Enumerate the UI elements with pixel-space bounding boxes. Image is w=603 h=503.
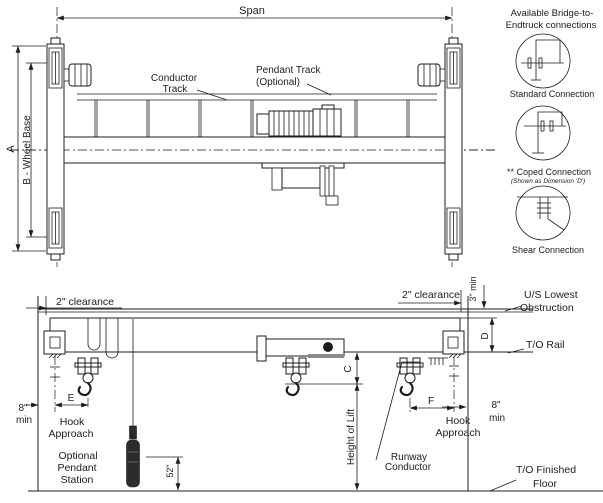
dim-d-label: D	[480, 332, 491, 339]
shear-connection-detail: Shear Connection	[512, 185, 584, 255]
to-rail: T/O Rail	[507, 339, 565, 354]
left-hook-block	[73, 356, 103, 397]
pendant-track-leader	[306, 83, 332, 96]
conductor-track	[77, 93, 437, 137]
festoon-cable	[87, 318, 119, 359]
pendant-station: Optional Pendant Station 52"	[57, 319, 183, 491]
coped-connection-circle	[515, 105, 571, 161]
shear-connection-label: Shear Connection	[512, 245, 584, 255]
pendant-label-2: Pendant	[57, 462, 96, 474]
runway-conductor-callout: Runway Conductor	[375, 361, 432, 473]
center-hook-block	[281, 356, 311, 397]
plan-labels: Conductor Track Pendant Track (Optional)	[151, 65, 332, 101]
floor-label-1: T/O Finished	[516, 464, 576, 476]
dimension-c: C	[285, 352, 363, 385]
right-wheel-elevation	[442, 330, 465, 359]
coped-connection-icon	[524, 111, 566, 154]
trolley-plan	[261, 162, 345, 206]
pendant-track-label-1: Pendant Track	[256, 65, 321, 76]
clearance-left-dimension: 2" clearance	[26, 296, 122, 315]
hook-approach-right-1: Hook	[446, 415, 471, 427]
span-label: Span	[239, 5, 265, 17]
plan-view: Span A B - Wheel Base	[5, 5, 497, 267]
dim-e-label: E	[68, 393, 75, 404]
dimension-f: F Hook Approach	[409, 396, 481, 439]
runway-conductor-label-2: Conductor	[385, 462, 432, 473]
runway-conductor-bar	[428, 357, 448, 365]
us-lowest-obstruction: U/S Lowest Obstruction	[504, 289, 578, 314]
coped-connection-note: (Shown as Dimension 'D')	[511, 178, 585, 185]
left-drive-motor	[63, 63, 92, 87]
elevation-view: 2" clearance 2" clearance 3" min D U/S L…	[16, 276, 603, 492]
conductor-track-leader	[196, 89, 228, 101]
coped-connection-label: ** Coped Connection	[507, 167, 591, 177]
hook-approach-left-1: Hook	[60, 416, 85, 428]
clearance-left-label: 2" clearance	[56, 296, 114, 308]
right-hook-block	[395, 356, 425, 397]
dimension-e: E Hook Approach	[49, 393, 94, 440]
to-finished-floor: T/O Finished Floor	[489, 464, 576, 492]
dim-f-label: F	[428, 396, 434, 407]
min8-left-label-1: 8"	[18, 403, 28, 414]
pendant-label-1: Optional	[58, 450, 97, 462]
clearance-right-label: 2" clearance	[402, 289, 460, 301]
clearance-right-dimension: 2" clearance	[398, 289, 462, 312]
dimension-d: D	[460, 317, 497, 353]
runway-conductor-label-1: Runway	[391, 452, 427, 463]
pendant-control	[126, 439, 140, 488]
us-lowest-label-2: Obstruction	[520, 302, 574, 314]
min8-left-label-2: min	[16, 415, 32, 426]
trolley-accent-strip	[308, 354, 344, 358]
left-wheel-elevation	[43, 330, 66, 359]
right-endtruck	[444, 37, 463, 261]
hook-approach-left-2: Approach	[49, 428, 94, 440]
dim-c-label: C	[343, 365, 354, 372]
pendant-track-label-2: (Optional)	[256, 77, 300, 88]
right-drive-motor	[417, 63, 446, 87]
connections-heading-1: Available Bridge-to-	[511, 8, 594, 19]
connections-panel: Available Bridge-to- Endtruck connection…	[506, 8, 597, 255]
hoist-motor-endcap	[323, 342, 333, 352]
min8-right-dimension: 8" min	[442, 400, 505, 424]
coped-connection-detail: ** Coped Connection (Shown as Dimension …	[507, 105, 591, 185]
height-of-lift-label: Height of Lift	[346, 409, 357, 465]
standard-connection-label: Standard Connection	[510, 89, 595, 99]
min8-left-dimension: 8" min	[16, 402, 39, 426]
hoist-trolley-elevation	[256, 335, 345, 362]
standard-connection-detail: Standard Connection	[510, 33, 595, 99]
bridge-girder-elevation	[49, 317, 461, 353]
min8-right-label-2: min	[489, 413, 505, 424]
standard-connection-icon	[521, 39, 564, 81]
us-lowest-label-1: U/S Lowest	[524, 289, 578, 301]
conductor-track-label-1: Conductor	[151, 73, 198, 84]
conductor-track-label-2: Track	[163, 84, 189, 95]
left-endtruck	[46, 37, 65, 261]
shear-connection-icon	[517, 196, 568, 231]
pendant-height-label: 52"	[165, 464, 175, 477]
shear-connection-circle	[515, 185, 571, 241]
pendant-label-3: Station	[61, 474, 94, 486]
standard-connection-circle	[515, 33, 571, 89]
min8-right-label-1: 8"	[491, 400, 501, 411]
connections-heading-2: Endtruck connections	[506, 20, 597, 31]
hoist-plan	[256, 104, 342, 137]
dimension-a: A	[5, 45, 46, 252]
dim-a-label: A	[5, 145, 17, 153]
height-of-lift-dimension: Height of Lift	[346, 383, 360, 491]
span-dimension: Span	[56, 5, 453, 21]
pendant-cable-connector	[129, 425, 137, 440]
elevation-centerlines	[50, 356, 459, 412]
min3-label: 3" min	[468, 276, 478, 301]
hook-approach-right-2: Approach	[436, 427, 481, 439]
to-rail-label: T/O Rail	[526, 339, 565, 351]
min3-dimension: 3" min	[468, 276, 487, 309]
floor-label-2: Floor	[533, 478, 557, 490]
